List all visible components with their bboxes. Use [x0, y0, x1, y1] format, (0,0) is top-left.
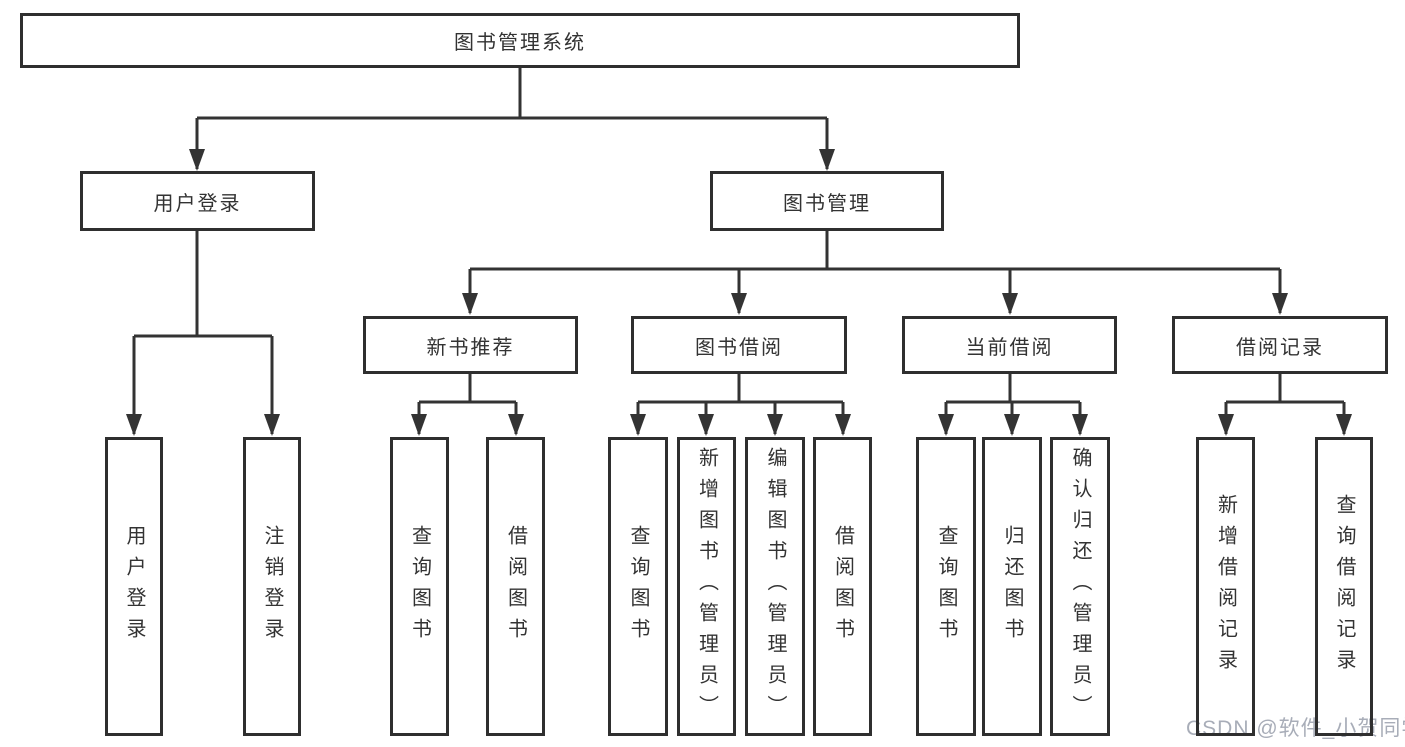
leaf-borrow-book-label: 借阅图书 — [831, 524, 854, 649]
connector-current-borrow-children — [938, 374, 1088, 436]
leaf-confirm-return-admin-label: 确认归还（管理员） — [1069, 447, 1091, 726]
leaf-edit-book-admin-label: 编辑图书（管理员） — [764, 447, 786, 726]
node-current-borrow: 当前借阅 — [902, 316, 1117, 374]
leaf-logout: 注销登录 — [243, 437, 301, 736]
leaf-add-book-admin: 新增图书（管理员） — [677, 437, 736, 736]
leaf-query-book-current: 查询图书 — [916, 437, 976, 736]
connector-root-to-level2 — [189, 68, 835, 171]
node-new-book-recommend: 新书推荐 — [363, 316, 578, 374]
leaf-add-book-admin-label: 新增图书（管理员） — [695, 447, 718, 726]
csdn-watermark: CSDN @软件_小贺同学 — [1186, 717, 1405, 740]
node-root-system: 图书管理系统 — [20, 13, 1020, 68]
node-borrow-record: 借阅记录 — [1172, 316, 1388, 374]
connector-borrow-record-children — [1218, 374, 1352, 436]
leaf-query-borrow-record: 查询借阅记录 — [1315, 437, 1373, 736]
node-book-borrow: 图书借阅 — [631, 316, 847, 374]
leaf-add-borrow-record: 新增借阅记录 — [1196, 437, 1255, 736]
leaf-add-borrow-record-label: 新增借阅记录 — [1214, 493, 1237, 680]
leaf-user-login-label: 用户登录 — [123, 524, 145, 649]
leaf-borrow-book-recommend: 借阅图书 — [486, 437, 545, 736]
leaf-query-book-current-label: 查询图书 — [935, 524, 957, 649]
leaf-query-borrow-record-label: 查询借阅记录 — [1333, 493, 1355, 680]
connector-user-login-children — [126, 231, 280, 436]
leaf-user-login: 用户登录 — [105, 437, 163, 736]
leaf-borrow-book: 借阅图书 — [813, 437, 872, 736]
leaf-return-book-label: 归还图书 — [1001, 524, 1023, 649]
leaf-edit-book-admin: 编辑图书（管理员） — [745, 437, 805, 736]
connector-book-borrow-children — [630, 374, 851, 436]
leaf-query-book-borrow-label: 查询图书 — [627, 524, 649, 649]
connector-book-mgmt-children — [462, 231, 1288, 315]
node-book-mgmt: 图书管理 — [710, 171, 944, 231]
node-user-login: 用户登录 — [80, 171, 315, 231]
leaf-query-book-recommend-label: 查询图书 — [408, 524, 431, 649]
leaf-borrow-book-recommend-label: 借阅图书 — [504, 524, 527, 649]
leaf-query-book-recommend: 查询图书 — [390, 437, 449, 736]
leaf-logout-label: 注销登录 — [261, 524, 283, 649]
connector-new-book-children — [411, 374, 524, 436]
leaf-confirm-return-admin: 确认归还（管理员） — [1050, 437, 1110, 736]
leaf-return-book: 归还图书 — [982, 437, 1042, 736]
leaf-query-book-borrow: 查询图书 — [608, 437, 668, 736]
